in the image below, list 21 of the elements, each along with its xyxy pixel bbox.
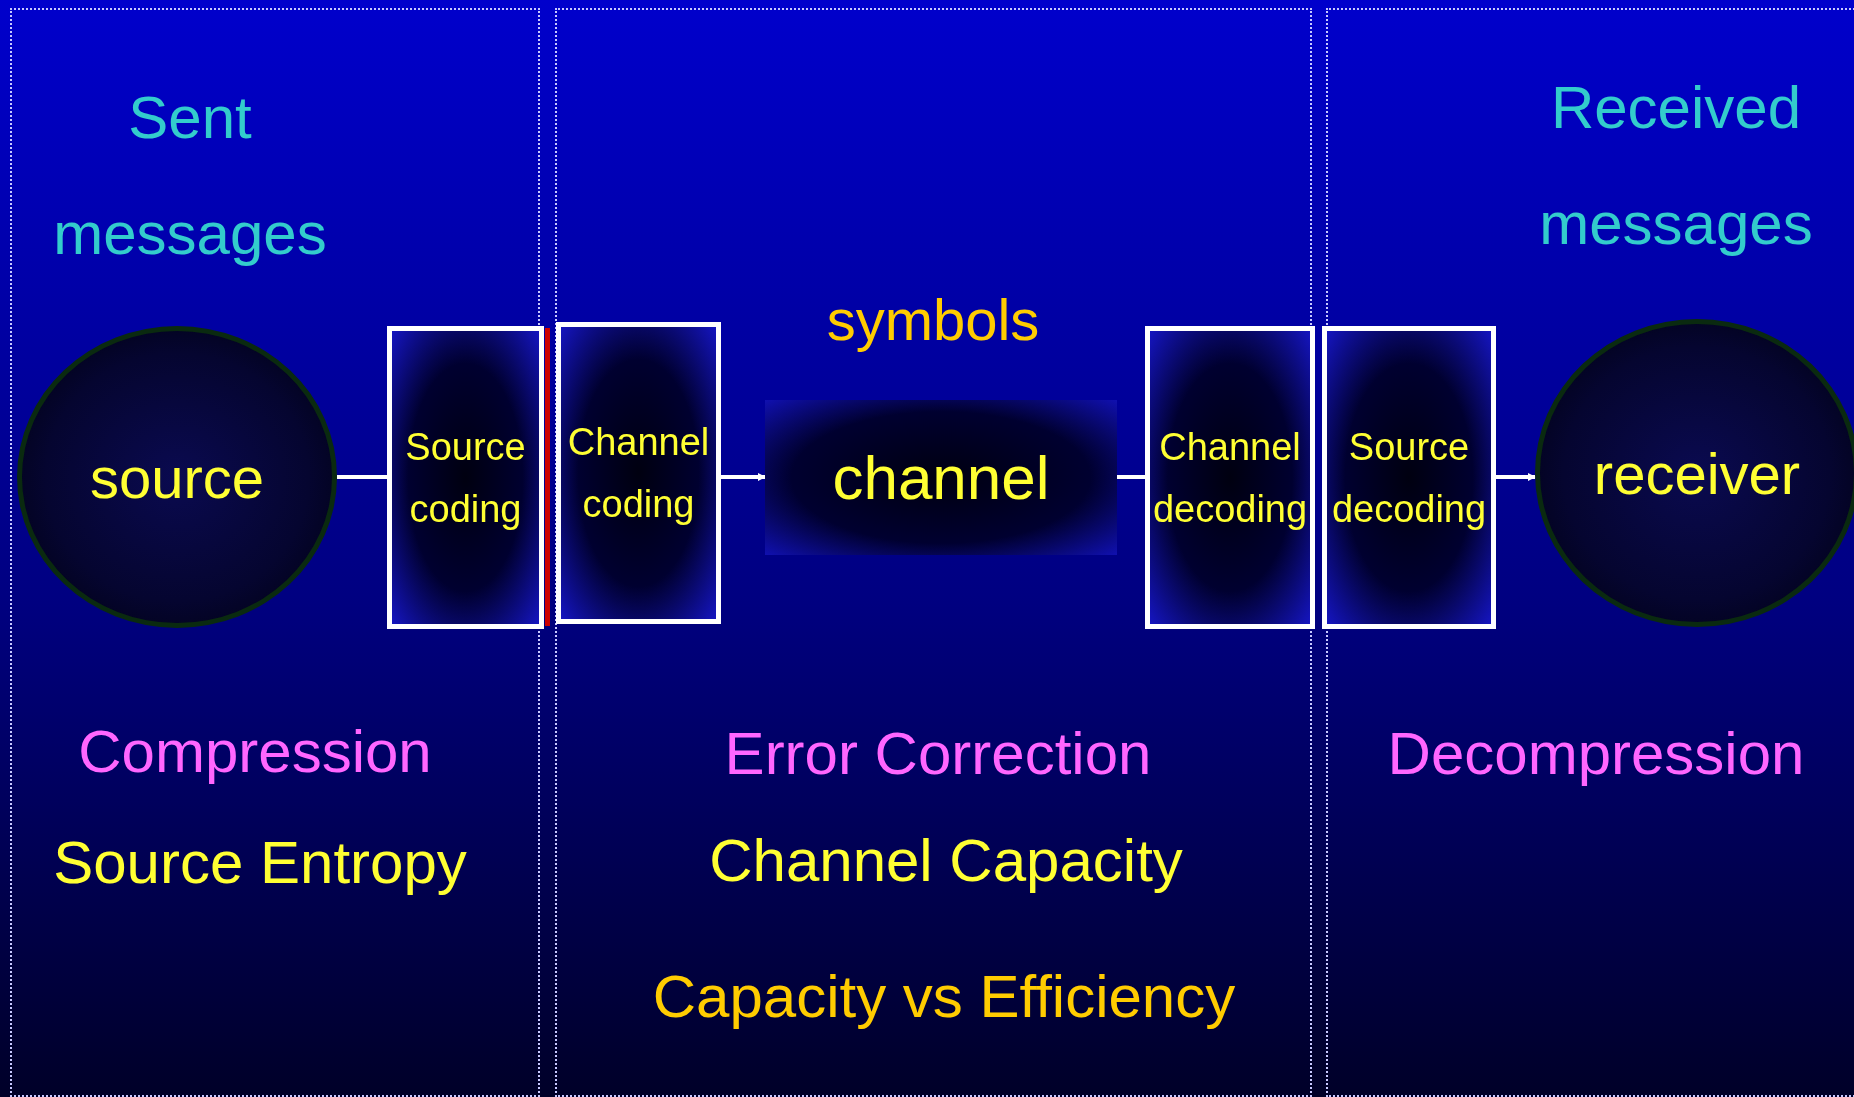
process-box bbox=[387, 326, 544, 629]
process-box bbox=[1322, 326, 1496, 629]
process-box bbox=[556, 322, 721, 624]
text-label: Capacity vs Efficiency bbox=[651, 962, 1237, 1032]
process-box bbox=[1145, 326, 1315, 629]
text-label: Sent messages bbox=[52, 83, 328, 269]
node-label: source bbox=[89, 443, 265, 512]
node-label: Channel decoding bbox=[1151, 424, 1309, 532]
node-label: Source coding bbox=[404, 424, 527, 532]
node-label: receiver bbox=[1593, 439, 1801, 508]
text-label: Received messages bbox=[1538, 73, 1814, 259]
text-label: Decompression bbox=[1386, 719, 1806, 789]
text-label: Compression bbox=[77, 717, 433, 787]
node-label: Channel coding bbox=[566, 420, 711, 527]
text-label: Source Entropy bbox=[52, 828, 468, 898]
text-label: Error Correction bbox=[723, 719, 1153, 789]
text-label: symbols bbox=[825, 286, 1041, 354]
node-label: channel bbox=[832, 442, 1050, 514]
node-label: Source decoding bbox=[1330, 424, 1488, 532]
process-box bbox=[765, 400, 1117, 555]
text-label: Channel Capacity bbox=[708, 826, 1184, 896]
